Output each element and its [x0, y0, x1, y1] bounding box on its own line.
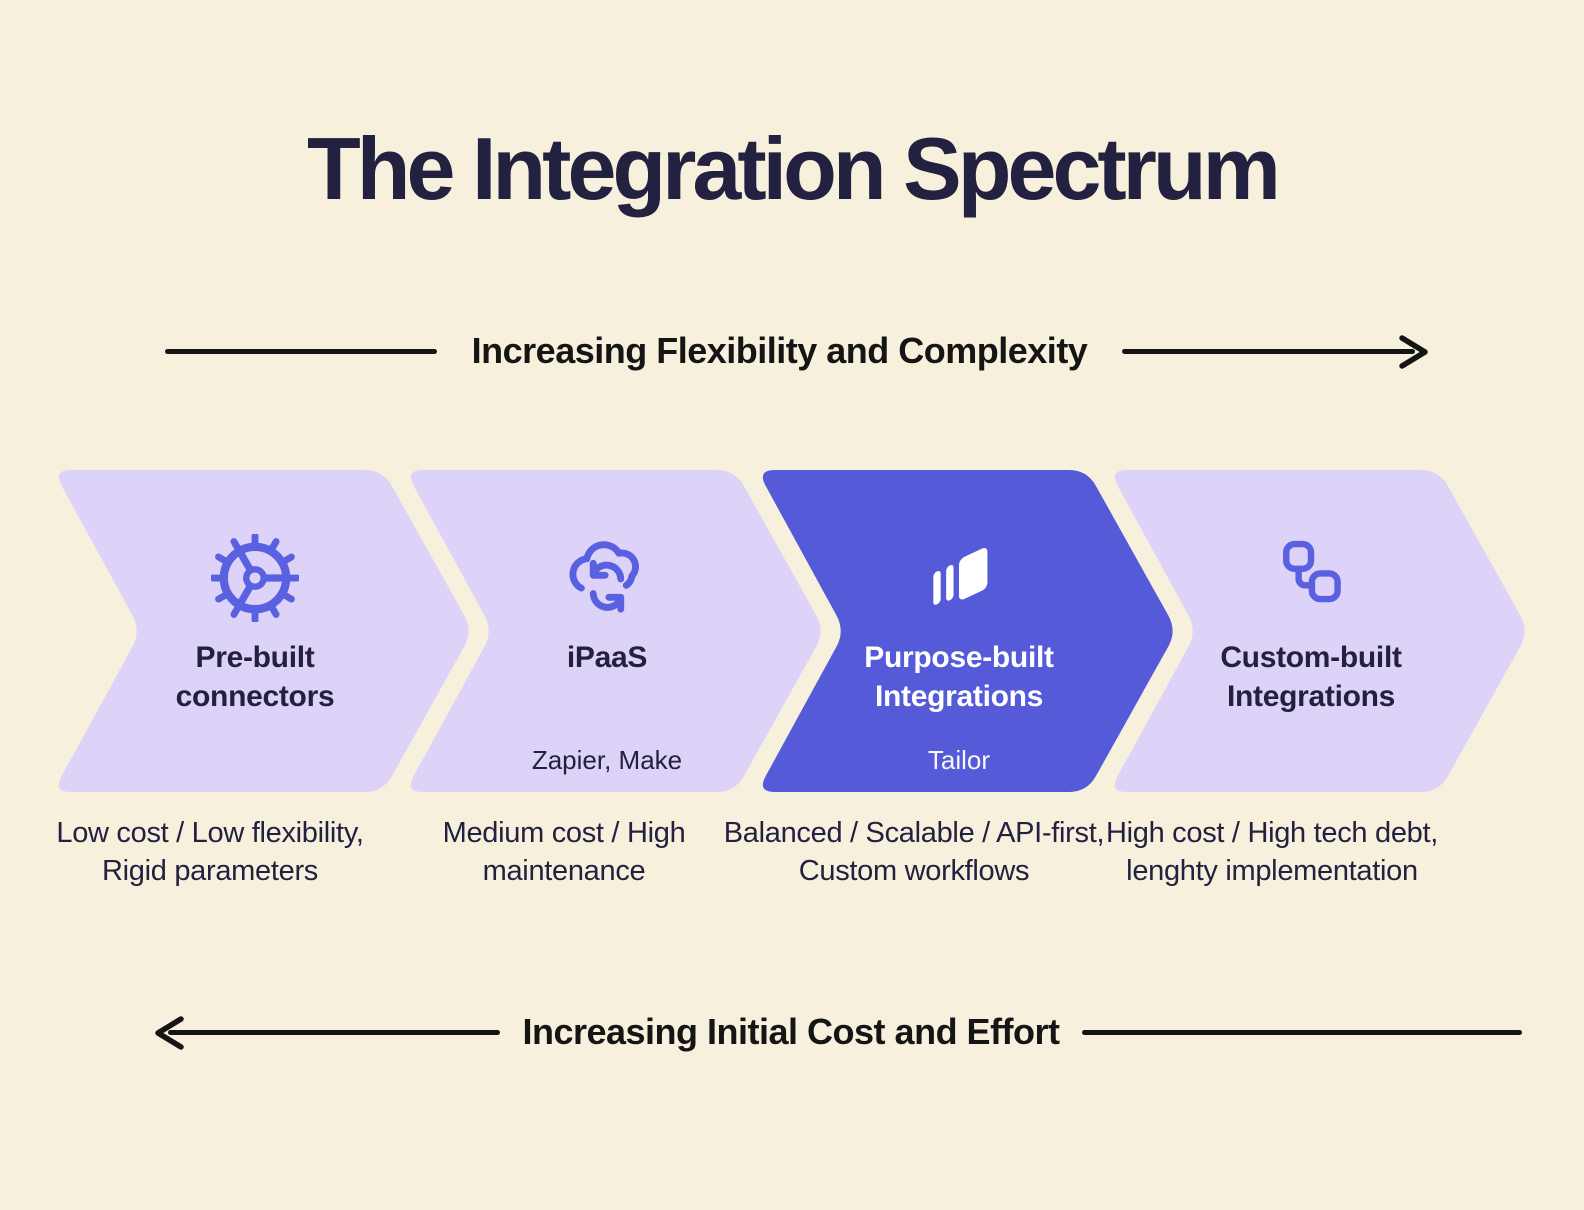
page-title: The Integration Spectrum [307, 119, 1281, 218]
cloud-sync-icon [569, 541, 639, 613]
layers-icon [933, 548, 988, 605]
arrow-left-icon [155, 1016, 184, 1050]
stage-purpose-built: Purpose-built Integrations Tailor [804, 470, 1114, 792]
arrow-right-icon [1399, 335, 1428, 369]
top-axis-label: Increasing Flexibility and Complexity [471, 330, 1088, 371]
stage-prebuilt-connectors: Pre-built connectors [100, 470, 410, 792]
gear-icon [211, 534, 299, 622]
stage-description: Medium cost / High maintenance [442, 817, 686, 887]
stage-title: Purpose-built Integrations [864, 641, 1054, 713]
chevron-prebuilt-connectors [58, 470, 469, 792]
bottom-axis-label: Increasing Initial Cost and Effort [522, 1011, 1060, 1052]
stage-custom-built: Custom-built Integrations [1156, 470, 1466, 792]
stage-description: Balanced / Scalable / API-first, Custom … [723, 817, 1105, 887]
stage-title: Custom-built Integrations [1220, 641, 1402, 713]
top-axis-line-right [1122, 349, 1415, 354]
stage-subtitle: Zapier, Make [531, 745, 683, 775]
workflow-icon [1283, 540, 1341, 603]
stage-title: iPaaS [566, 641, 648, 674]
stage-ipaas: iPaaS Zapier, Make [452, 470, 762, 792]
stage-description: Low cost / Low flexibility, Rigid parame… [56, 817, 364, 887]
bottom-axis-line-left [168, 1030, 500, 1035]
stage-title: Pre-built connectors [175, 641, 335, 713]
top-axis-line-left [165, 349, 437, 354]
chevron-purpose-built [762, 470, 1173, 792]
chevron-custom-built [1114, 470, 1525, 792]
stage-description: High cost / High tech debt, lenghty impl… [1105, 817, 1439, 887]
stage-subtitle: Tailor [927, 745, 991, 775]
bottom-axis-line-right [1082, 1030, 1522, 1035]
chevron-ipaas [410, 470, 821, 792]
